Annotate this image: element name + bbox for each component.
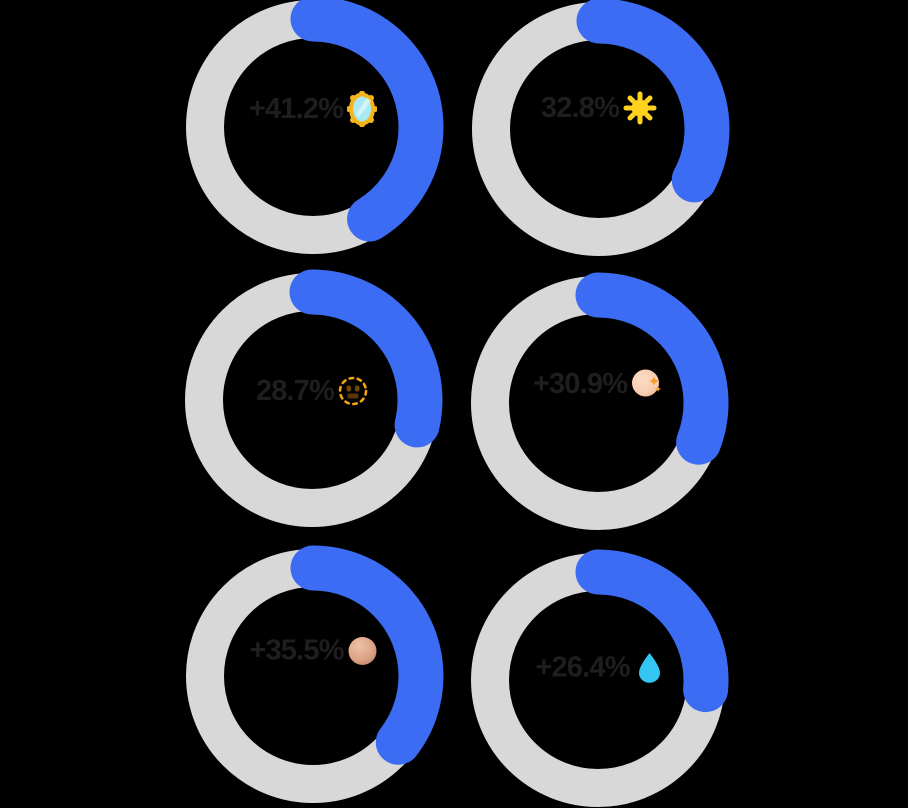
gauge-label-row: +26.4%: [471, 653, 725, 684]
ring-progress-arc: [182, 545, 444, 807]
sun-icon: [623, 91, 657, 125]
gauge-value: 28.7%: [255, 374, 335, 407]
gauge-label-row: +41.2%: [186, 91, 440, 127]
gauge-label-row: 32.8%: [472, 91, 726, 125]
mirror-icon: [347, 91, 378, 127]
donut-gauge-5: +35.5%: [182, 545, 444, 807]
donut-gauge-4: +30.9%: [467, 272, 729, 534]
gauge-value: +30.9%: [532, 367, 628, 400]
ring-progress-arc: [468, 0, 730, 260]
gauge-value: +26.4%: [535, 651, 630, 684]
dotted-line-face-icon: [338, 376, 368, 406]
donut-gauge-1: +41.2%: [182, 0, 444, 258]
donut-gauge-2: 32.8%: [468, 0, 730, 260]
ring-progress-arc: [182, 0, 444, 258]
donut-gauge-6: +26.4%: [467, 549, 729, 808]
ring-progress-arc: [467, 272, 729, 534]
progress-ring: [182, 545, 444, 807]
progress-ring: [182, 0, 444, 258]
progress-ring: [467, 549, 729, 808]
water-drop-icon: [638, 653, 661, 684]
gauge-value: +35.5%: [249, 634, 344, 667]
progress-ring: [467, 272, 729, 534]
gauge-label-row: +30.9%: [471, 368, 725, 400]
gauge-label-row: 28.7%: [185, 376, 439, 406]
donut-gauge-3: 28.7%: [181, 269, 443, 531]
progress-ring: [468, 0, 730, 260]
ring-progress-arc: [181, 269, 443, 531]
gauge-value: 32.8%: [540, 91, 620, 124]
gauge-value: +41.2%: [248, 92, 344, 125]
ring-progress-arc: [467, 549, 729, 808]
progress-ring: [181, 269, 443, 531]
sparkle-skin-ball-icon: [631, 368, 663, 400]
skin-sphere-icon: [348, 637, 377, 666]
gauge-label-row: +35.5%: [186, 634, 440, 667]
